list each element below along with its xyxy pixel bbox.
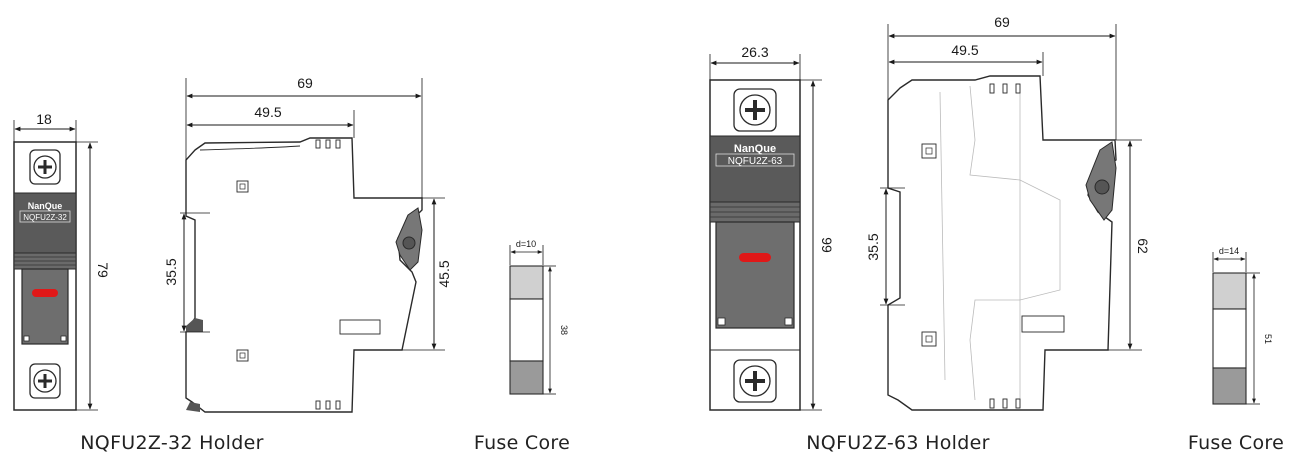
holder-32-front-view: NanQue NQFU2Z-32 18 79 — [13, 111, 111, 411]
dim-front: 62 — [1135, 238, 1151, 254]
fuse-core-10: d=10 38 — [509, 239, 569, 395]
fuse-core-14: d=14 51 — [1212, 246, 1273, 405]
holder-63-side-view: 69 49.5 35.5 62 — [865, 14, 1151, 411]
dim-depth: 69 — [994, 14, 1010, 30]
model-label: NQFU2Z-32 — [23, 213, 67, 222]
brand-label: NanQue — [734, 143, 776, 155]
fuse-diameter: d=14 — [1219, 246, 1239, 256]
dim-depth: 69 — [297, 75, 313, 91]
caption-fuse-core-10: Fuse Core — [474, 432, 570, 454]
dim-front: 45.5 — [436, 260, 452, 287]
top-screw-icon — [29, 149, 61, 185]
dim-mid: 49.5 — [951, 42, 978, 58]
caption-holder-32: NQFU2Z-32 Holder — [80, 432, 263, 454]
indicator-light — [739, 253, 771, 262]
holder-63-front-view: NanQue NQFU2Z-63 26.3 99 — [709, 44, 835, 411]
indicator-light — [32, 289, 58, 297]
bottom-screw-icon — [733, 359, 777, 403]
dim-width: 18 — [36, 111, 52, 127]
fuse-length: 38 — [559, 325, 569, 335]
dim-rail: 35.5 — [865, 233, 881, 260]
dim-height: 99 — [819, 237, 835, 253]
top-screw-icon — [733, 88, 777, 132]
holder-32-side-view: 69 49.5 35.5 45.5 — [163, 75, 452, 413]
dim-rail: 35.5 — [163, 258, 179, 285]
caption-holder-63: NQFU2Z-63 Holder — [806, 432, 989, 454]
dim-mid: 49.5 — [254, 104, 281, 120]
dim-width: 26.3 — [741, 44, 768, 60]
model-label: NQFU2Z-63 — [728, 156, 783, 167]
brand-label: NanQue — [28, 201, 63, 211]
caption-fuse-core-14: Fuse Core — [1188, 432, 1284, 454]
fuse-length: 51 — [1263, 334, 1273, 344]
bottom-screw-icon — [29, 363, 61, 399]
dim-height: 79 — [95, 262, 111, 278]
fuse-diameter: d=10 — [516, 239, 536, 249]
